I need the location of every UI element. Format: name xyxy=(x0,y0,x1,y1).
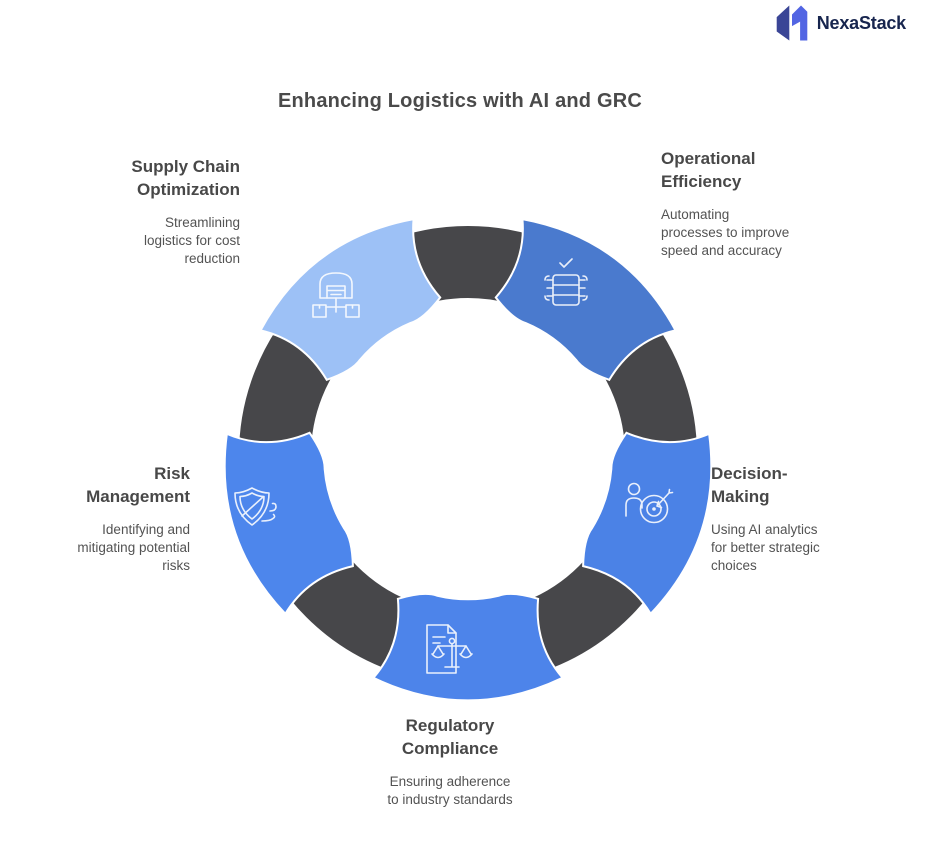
section-regulatory-compliance: Regulatory Compliance Ensuring adherence… xyxy=(383,714,517,809)
section-operational-efficiency: Operational Efficiency Automating proces… xyxy=(661,147,791,260)
brand-logo: NexaStack xyxy=(774,3,906,43)
section-description: Streamlining logistics for cost reductio… xyxy=(143,215,240,267)
server-checklist-icon xyxy=(544,258,588,306)
section-risk-management: Risk Management Identifying and mitigati… xyxy=(60,462,190,575)
brand-name: NexaStack xyxy=(816,12,906,33)
segment-supply-chain-optimization xyxy=(259,217,442,382)
page-title: Enhancing Logistics with AI and GRC xyxy=(277,90,643,112)
section-heading: Regulatory Compliance xyxy=(401,716,499,759)
segment-decision-making xyxy=(582,431,713,616)
nexastack-logo-icon xyxy=(776,5,808,41)
section-decision-making: Decision-Making Using AI analytics for b… xyxy=(711,462,835,575)
section-description: Automating processes to improve speed an… xyxy=(661,207,790,259)
document-scales-icon xyxy=(426,624,473,674)
section-heading: Supply Chain Optimization xyxy=(131,157,240,200)
person-target-dart-icon xyxy=(625,482,674,524)
section-heading: Risk Management xyxy=(86,464,190,507)
section-description: Identifying and mitigating potential ris… xyxy=(77,522,190,574)
section-heading: Decision-Making xyxy=(711,464,788,507)
section-description: Using AI analytics for better strategic … xyxy=(711,522,820,574)
warehouse-distribution-icon xyxy=(312,272,360,318)
section-supply-chain-optimization: Supply Chain Optimization Streamlining l… xyxy=(120,155,240,268)
segment-regulatory-compliance xyxy=(371,592,565,702)
section-heading: Operational Efficiency xyxy=(661,149,756,192)
shield-slash-icon xyxy=(234,487,277,526)
section-description: Ensuring adherence to industry standards xyxy=(387,774,513,808)
segment-risk-management xyxy=(223,431,354,616)
